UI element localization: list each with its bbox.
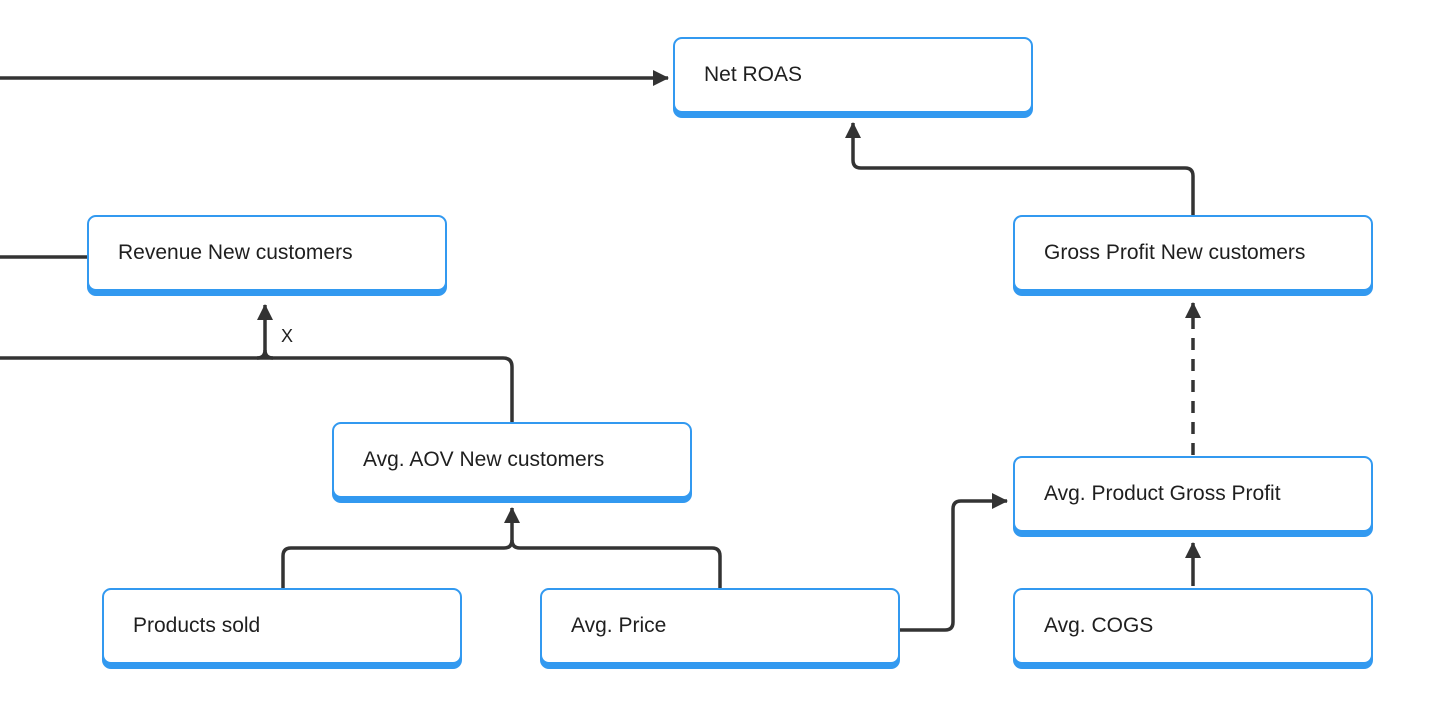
node-label: Avg. Product Gross Profit: [1044, 482, 1281, 505]
node-label: Avg. COGS: [1044, 614, 1154, 637]
edge-products-sold-to-avg-aov[interactable]: [281, 546, 504, 588]
edge-left-to-avg-aov[interactable]: [0, 356, 514, 424]
edge-avg-price-to-avg-aov[interactable]: [520, 546, 722, 588]
node-label: Products sold: [133, 614, 261, 637]
edge-avg-aov-to-revenue-fillet: [263, 349, 274, 360]
edge-label-multiplication: X: [281, 326, 294, 346]
node-products-sold[interactable]: Products sold: [102, 588, 462, 664]
node-net-roas[interactable]: Net ROAS: [673, 37, 1033, 113]
node-label: Gross Profit New customers: [1044, 241, 1306, 264]
node-avg-cogs[interactable]: Avg. COGS: [1013, 588, 1373, 664]
node-gross-profit-new-customers[interactable]: Gross Profit New customers: [1013, 215, 1373, 291]
node-label: Net ROAS: [704, 63, 803, 86]
node-avg-price[interactable]: Avg. Price: [540, 588, 900, 664]
node-label: Avg. Price: [571, 614, 667, 637]
edge-avg-price-to-avg-product-gp[interactable]: [900, 493, 1008, 632]
node-label: Revenue New customers: [118, 241, 353, 264]
node-revenue-new-customers[interactable]: Revenue New customers: [87, 215, 447, 291]
edge-gross-profit-to-net-roas[interactable]: [845, 122, 1195, 215]
node-avg-product-gross-profit[interactable]: Avg. Product Gross Profit: [1013, 456, 1373, 532]
edge-junction-stem-fillet: [510, 539, 521, 550]
node-avg-aov-new-customers[interactable]: Avg. AOV New customers: [332, 422, 692, 498]
node-label: Avg. AOV New customers: [363, 448, 605, 471]
